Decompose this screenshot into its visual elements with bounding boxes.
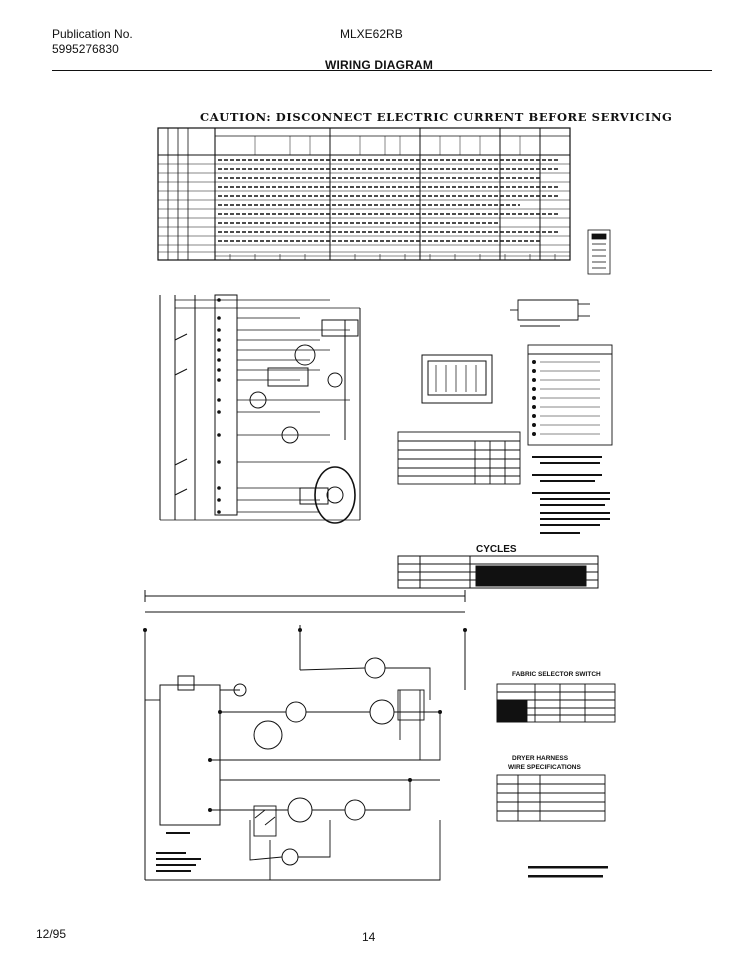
timer-sequence-chart [157, 127, 611, 275]
wiring-code-legend [527, 344, 613, 446]
spray-detail [510, 299, 590, 327]
cycles-heading: CYCLES [476, 544, 517, 555]
wire-spec-table [496, 774, 606, 822]
publication-label: Publication No. [52, 27, 133, 41]
cycles-table [397, 555, 599, 589]
fabric-selector-table [496, 683, 616, 723]
connector-block [421, 354, 493, 404]
washer-schematic [159, 294, 361, 524]
caution-banner: CAUTION: DISCONNECT ELECTRIC CURRENT BEF… [200, 110, 673, 124]
wire-spec-heading: WIRE SPECIFICATIONS [508, 764, 581, 771]
chart-scale-ticks [229, 254, 556, 260]
dryer-notes [156, 832, 201, 872]
page-number: 14 [362, 930, 376, 944]
model-number: MLXE62RB [340, 27, 403, 41]
dryer-harness-heading: DRYER HARNESS [512, 755, 569, 762]
fabric-selector-heading: FABRIC SELECTOR SWITCH [512, 671, 601, 678]
footer-date: 12/95 [36, 927, 67, 941]
publication-number: 5995276830 [52, 42, 119, 56]
diagram-caption [528, 866, 608, 878]
temperature-switch-table [397, 431, 521, 485]
dryer-schematic [143, 590, 467, 881]
header-rule [52, 70, 712, 71]
notes-block [532, 456, 610, 534]
wiring-diagram-title: WIRING DIAGRAM [325, 58, 434, 72]
